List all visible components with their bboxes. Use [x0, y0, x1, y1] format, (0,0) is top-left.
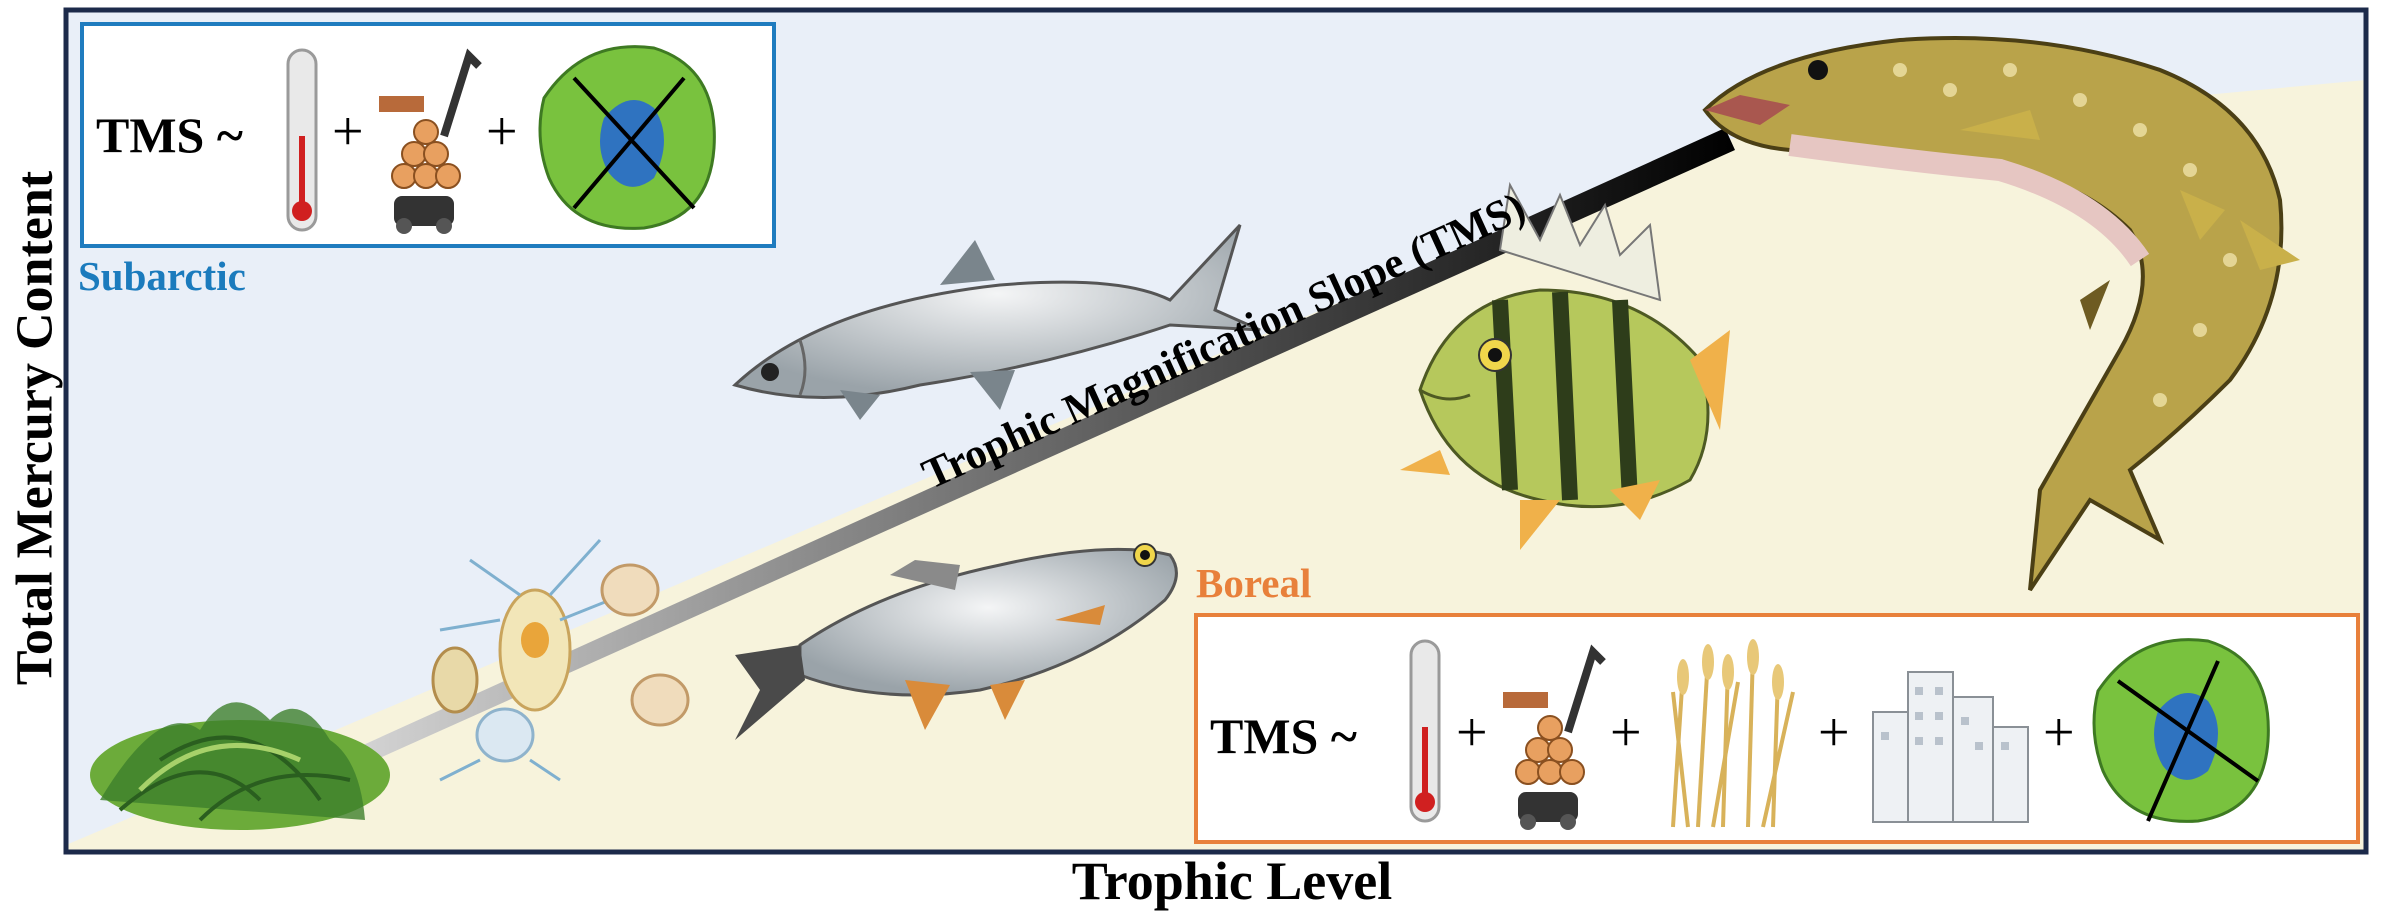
forestry-harvester-icon [1498, 632, 1608, 832]
forestry-harvester-icon [374, 36, 484, 236]
boreal-tms-box: TMS ~ + + + [1194, 613, 2360, 844]
thermometer-icon [280, 46, 324, 236]
subarctic-tms-box: TMS ~ + + [80, 22, 776, 248]
boreal-plus-3: + [1818, 705, 1850, 761]
thermometer-icon [1403, 637, 1447, 827]
x-axis-label: Trophic Level [62, 850, 2385, 912]
subarctic-plus-1: + [332, 104, 364, 160]
y-axis-label-container: Total Mercury Content [0, 0, 70, 855]
boreal-plus-2: + [1610, 705, 1642, 761]
city-buildings-icon [1863, 642, 2033, 827]
lake-map-icon [2088, 631, 2278, 831]
subarctic-tms-formula-lhs: TMS ~ [96, 106, 243, 164]
boreal-label: Boreal [1196, 559, 1311, 607]
subarctic-plus-2: + [486, 104, 518, 160]
boreal-plus-4: + [2043, 705, 2075, 761]
subarctic-label: Subarctic [78, 252, 246, 300]
lake-map-icon [534, 38, 724, 238]
y-axis-label: Total Mercury Content [6, 170, 65, 684]
wheat-field-icon [1653, 632, 1803, 832]
boreal-tms-formula-lhs: TMS ~ [1210, 707, 1357, 765]
boreal-plus-1: + [1456, 705, 1488, 761]
